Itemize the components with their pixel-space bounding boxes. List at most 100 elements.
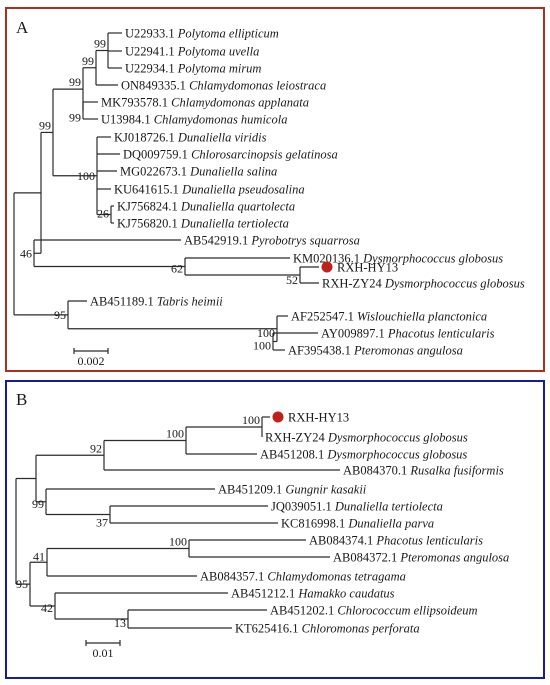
leaf-label: MG022673.1 Dunaliella salina <box>120 165 277 179</box>
species-label: Polytoma uvella <box>175 45 260 59</box>
leaf-label: RXH-ZY24 Dysmorphococcus globosus <box>265 431 468 445</box>
species-label: Chloromonas perforata <box>299 622 420 636</box>
species-label: Chlamydomonas humicola <box>151 113 288 127</box>
bootstrap-value: 26 <box>97 207 109 221</box>
accession-label: AB451189.1 <box>90 295 154 309</box>
accession-label: RXH-ZY24 <box>322 277 382 291</box>
species-label: Dunaliella tertiolecta <box>178 217 289 231</box>
bootstrap-value: 100 <box>166 427 184 441</box>
leaf-label: MK793578.1 Chlamydomonas applanata <box>101 96 309 110</box>
leaf-label: AF395438.1 Pteromonas angulosa <box>288 344 463 358</box>
bootstrap-value: 99 <box>69 111 81 125</box>
species-label: Chlorococcum ellipsoideum <box>334 604 477 618</box>
bootstrap-value: 46 <box>20 246 32 260</box>
leaf-label: AB451212.1 Hamakko caudatus <box>231 587 395 601</box>
bootstrap-value: 100 <box>77 169 95 183</box>
species-label: Polytoma mirum <box>175 62 262 76</box>
accession-label: U13984.1 <box>101 113 151 127</box>
accession-label: AB451212.1 <box>231 587 295 601</box>
accession-label: JQ039051.1 <box>271 500 332 514</box>
leaf-label: KM020136.1 Dysmorphococcus globosus <box>293 252 503 266</box>
leaf-label: RXH-HY13 <box>337 261 398 275</box>
bootstrap-value: 100 <box>253 339 271 353</box>
species-label: Dunaliella tertiolecta <box>332 500 443 514</box>
leaf-label: AF252547.1 Wislouchiella planctonica <box>291 310 487 324</box>
bootstrap-value: 99 <box>69 75 81 89</box>
species-label: Hamakko caudatus <box>295 587 394 601</box>
leaf-label: AB451189.1 Tabris heimii <box>90 295 223 309</box>
leaf-label: KT625416.1 Chloromonas perforata <box>235 622 420 636</box>
bootstrap-value: 100 <box>242 413 260 427</box>
highlight-marker-icon <box>272 411 284 423</box>
accession-label: KT625416.1 <box>235 622 299 636</box>
leaf-label: AB084372.1 Pteromonas angulosa <box>333 551 509 565</box>
panel-a-label: A <box>16 18 29 37</box>
species-label: Pyrobotrys squarrosa <box>248 234 360 248</box>
accession-label: AB084372.1 <box>333 551 397 565</box>
accession-label: AB084370.1 <box>343 464 407 478</box>
leaf-label: AB084357.1 Chlamydomonas tetragama <box>200 570 406 584</box>
leaf-label: AB542919.1 Pyrobotrys squarrosa <box>184 234 360 248</box>
species-label: Gungnir kasakii <box>282 483 367 497</box>
accession-label: AB451209.1 <box>218 483 282 497</box>
panel-b-label: B <box>16 390 27 409</box>
species-label: Pteromonas angulosa <box>397 551 509 565</box>
bootstrap-value: 99 <box>32 497 44 511</box>
bootstrap-value: 99 <box>39 118 51 132</box>
bootstrap-value: 41 <box>33 549 45 563</box>
accession-label: AF252547.1 <box>291 310 354 324</box>
accession-label: KC816998.1 <box>281 517 345 531</box>
leaf-label: DQ009759.1 Chlorosarcinopsis gelatinosa <box>123 148 338 162</box>
accession-label: AB084374.1 <box>309 534 373 548</box>
species-label: Dysmorphococcus globosus <box>382 277 525 291</box>
leaf-label: KJ018726.1 Dunaliella viridis <box>114 131 267 145</box>
bootstrap-value: 99 <box>94 37 106 51</box>
leaf-label: AY009897.1 Phacotus lenticularis <box>321 327 495 341</box>
leaf-label: U22934.1 Polytoma mirum <box>125 62 261 76</box>
leaf-label: AB451202.1 Chlorococcum ellipsoideum <box>270 604 478 618</box>
species-label: Tabris heimii <box>154 295 224 309</box>
species-label: Chlamydomonas leiostraca <box>186 79 326 93</box>
leaf-label: AB451208.1 Dysmorphococcus globosus <box>260 448 467 462</box>
species-label: Dunaliella parva <box>345 517 434 531</box>
accession-label: MK793578.1 <box>101 96 168 110</box>
accession-label: KJ756824.1 <box>117 200 178 214</box>
accession-label: KJ018726.1 <box>114 131 175 145</box>
bootstrap-value: 13 <box>114 616 126 630</box>
leaf-label: AB084374.1 Phacotus lenticularis <box>309 534 483 548</box>
scale-bar-label: 0.01 <box>93 646 114 660</box>
panel-b-frame <box>5 380 545 679</box>
accession-label: AB084357.1 <box>200 570 264 584</box>
species-label: Dunaliella salina <box>187 165 277 179</box>
leaf-label: KJ756824.1 Dunaliella quartolecta <box>117 200 295 214</box>
species-label: Chlamydomonas tetragama <box>264 570 406 584</box>
bootstrap-value: 100 <box>257 326 275 340</box>
accession-label: RXH-ZY24 <box>265 431 325 445</box>
leaf-label: RXH-ZY24 Dysmorphococcus globosus <box>322 277 525 291</box>
species-label: Chlamydomonas applanata <box>168 96 309 110</box>
species-label: Dunaliella quartolecta <box>178 200 295 214</box>
leaf-label: U22941.1 Polytoma uvella <box>125 45 259 59</box>
bootstrap-value: 95 <box>54 308 66 322</box>
accession-label: AB542919.1 <box>184 234 248 248</box>
accession-label: DQ009759.1 <box>123 148 188 162</box>
species-label: Dysmorphococcus globosus <box>324 448 467 462</box>
highlight-marker-icon <box>321 261 333 273</box>
bootstrap-value: 95 <box>16 577 28 591</box>
bootstrap-value: 92 <box>90 441 102 455</box>
leaf-label: KU641615.1 Dunaliella pseudosalina <box>114 183 305 197</box>
species-label: Pteromonas angulosa <box>351 344 463 358</box>
leaf-label: AB084370.1 Rusalka fusiformis <box>343 464 504 478</box>
accession-label: AF395438.1 <box>288 344 351 358</box>
leaf-label: AB451209.1 Gungnir kasakii <box>218 483 367 497</box>
species-label: Rusalka fusiformis <box>407 464 504 478</box>
accession-label: ON849335.1 <box>121 79 186 93</box>
accession-label: U22934.1 <box>125 62 175 76</box>
accession-label: AB451208.1 <box>260 448 324 462</box>
bootstrap-value: 42 <box>41 601 53 615</box>
leaf-label: ON849335.1 Chlamydomonas leiostraca <box>121 79 326 93</box>
leaf-label: JQ039051.1 Dunaliella tertiolecta <box>271 500 443 514</box>
species-label: Wislouchiella planctonica <box>354 310 487 324</box>
accession-label: KJ756820.1 <box>117 217 178 231</box>
species-label: Dunaliella viridis <box>175 131 267 145</box>
